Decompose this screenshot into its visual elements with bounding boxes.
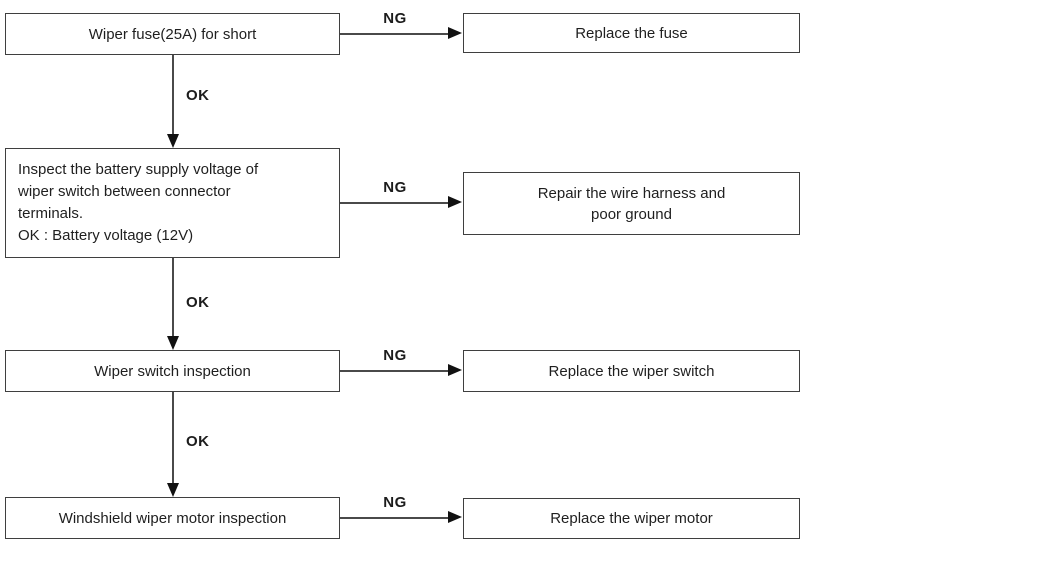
ok-arrowhead-1 — [167, 134, 179, 148]
ok-label-2: OK — [186, 294, 210, 311]
ng-arrow-line-row4 — [340, 517, 450, 519]
ok-arrow-line-2 — [172, 258, 174, 336]
ng-label-row4: NG — [383, 494, 407, 511]
ok-arrowhead-3 — [167, 483, 179, 497]
step-box-battery-voltage: Inspect the battery supply voltage of wi… — [5, 148, 340, 258]
step-box-wiper-switch: Wiper switch inspection — [5, 350, 340, 392]
ok-label-3: OK — [186, 433, 210, 450]
ng-arrow-line-row1 — [340, 33, 450, 35]
action-box-replace-motor: Replace the wiper motor — [463, 498, 800, 539]
ng-label-row2: NG — [383, 179, 407, 196]
ng-arrow-line-row3 — [340, 370, 450, 372]
ng-arrowhead-row2 — [448, 196, 462, 208]
ok-arrow-line-1 — [172, 55, 174, 135]
ok-arrow-line-3 — [172, 392, 174, 483]
ok-arrowhead-2 — [167, 336, 179, 350]
action-box-replace-fuse: Replace the fuse — [463, 13, 800, 53]
action-box-replace-switch: Replace the wiper switch — [463, 350, 800, 392]
step-box-wiper-fuse: Wiper fuse(25A) for short — [5, 13, 340, 55]
action-box-repair-harness: Repair the wire harness and poor ground — [463, 172, 800, 235]
ng-arrowhead-row4 — [448, 511, 462, 523]
ok-label-1: OK — [186, 87, 210, 104]
ng-label-row1: NG — [383, 10, 407, 27]
ng-arrow-line-row2 — [340, 202, 450, 204]
ng-label-row3: NG — [383, 347, 407, 364]
step-box-wiper-motor: Windshield wiper motor inspection — [5, 497, 340, 539]
ng-arrowhead-row1 — [448, 27, 462, 39]
ng-arrowhead-row3 — [448, 364, 462, 376]
